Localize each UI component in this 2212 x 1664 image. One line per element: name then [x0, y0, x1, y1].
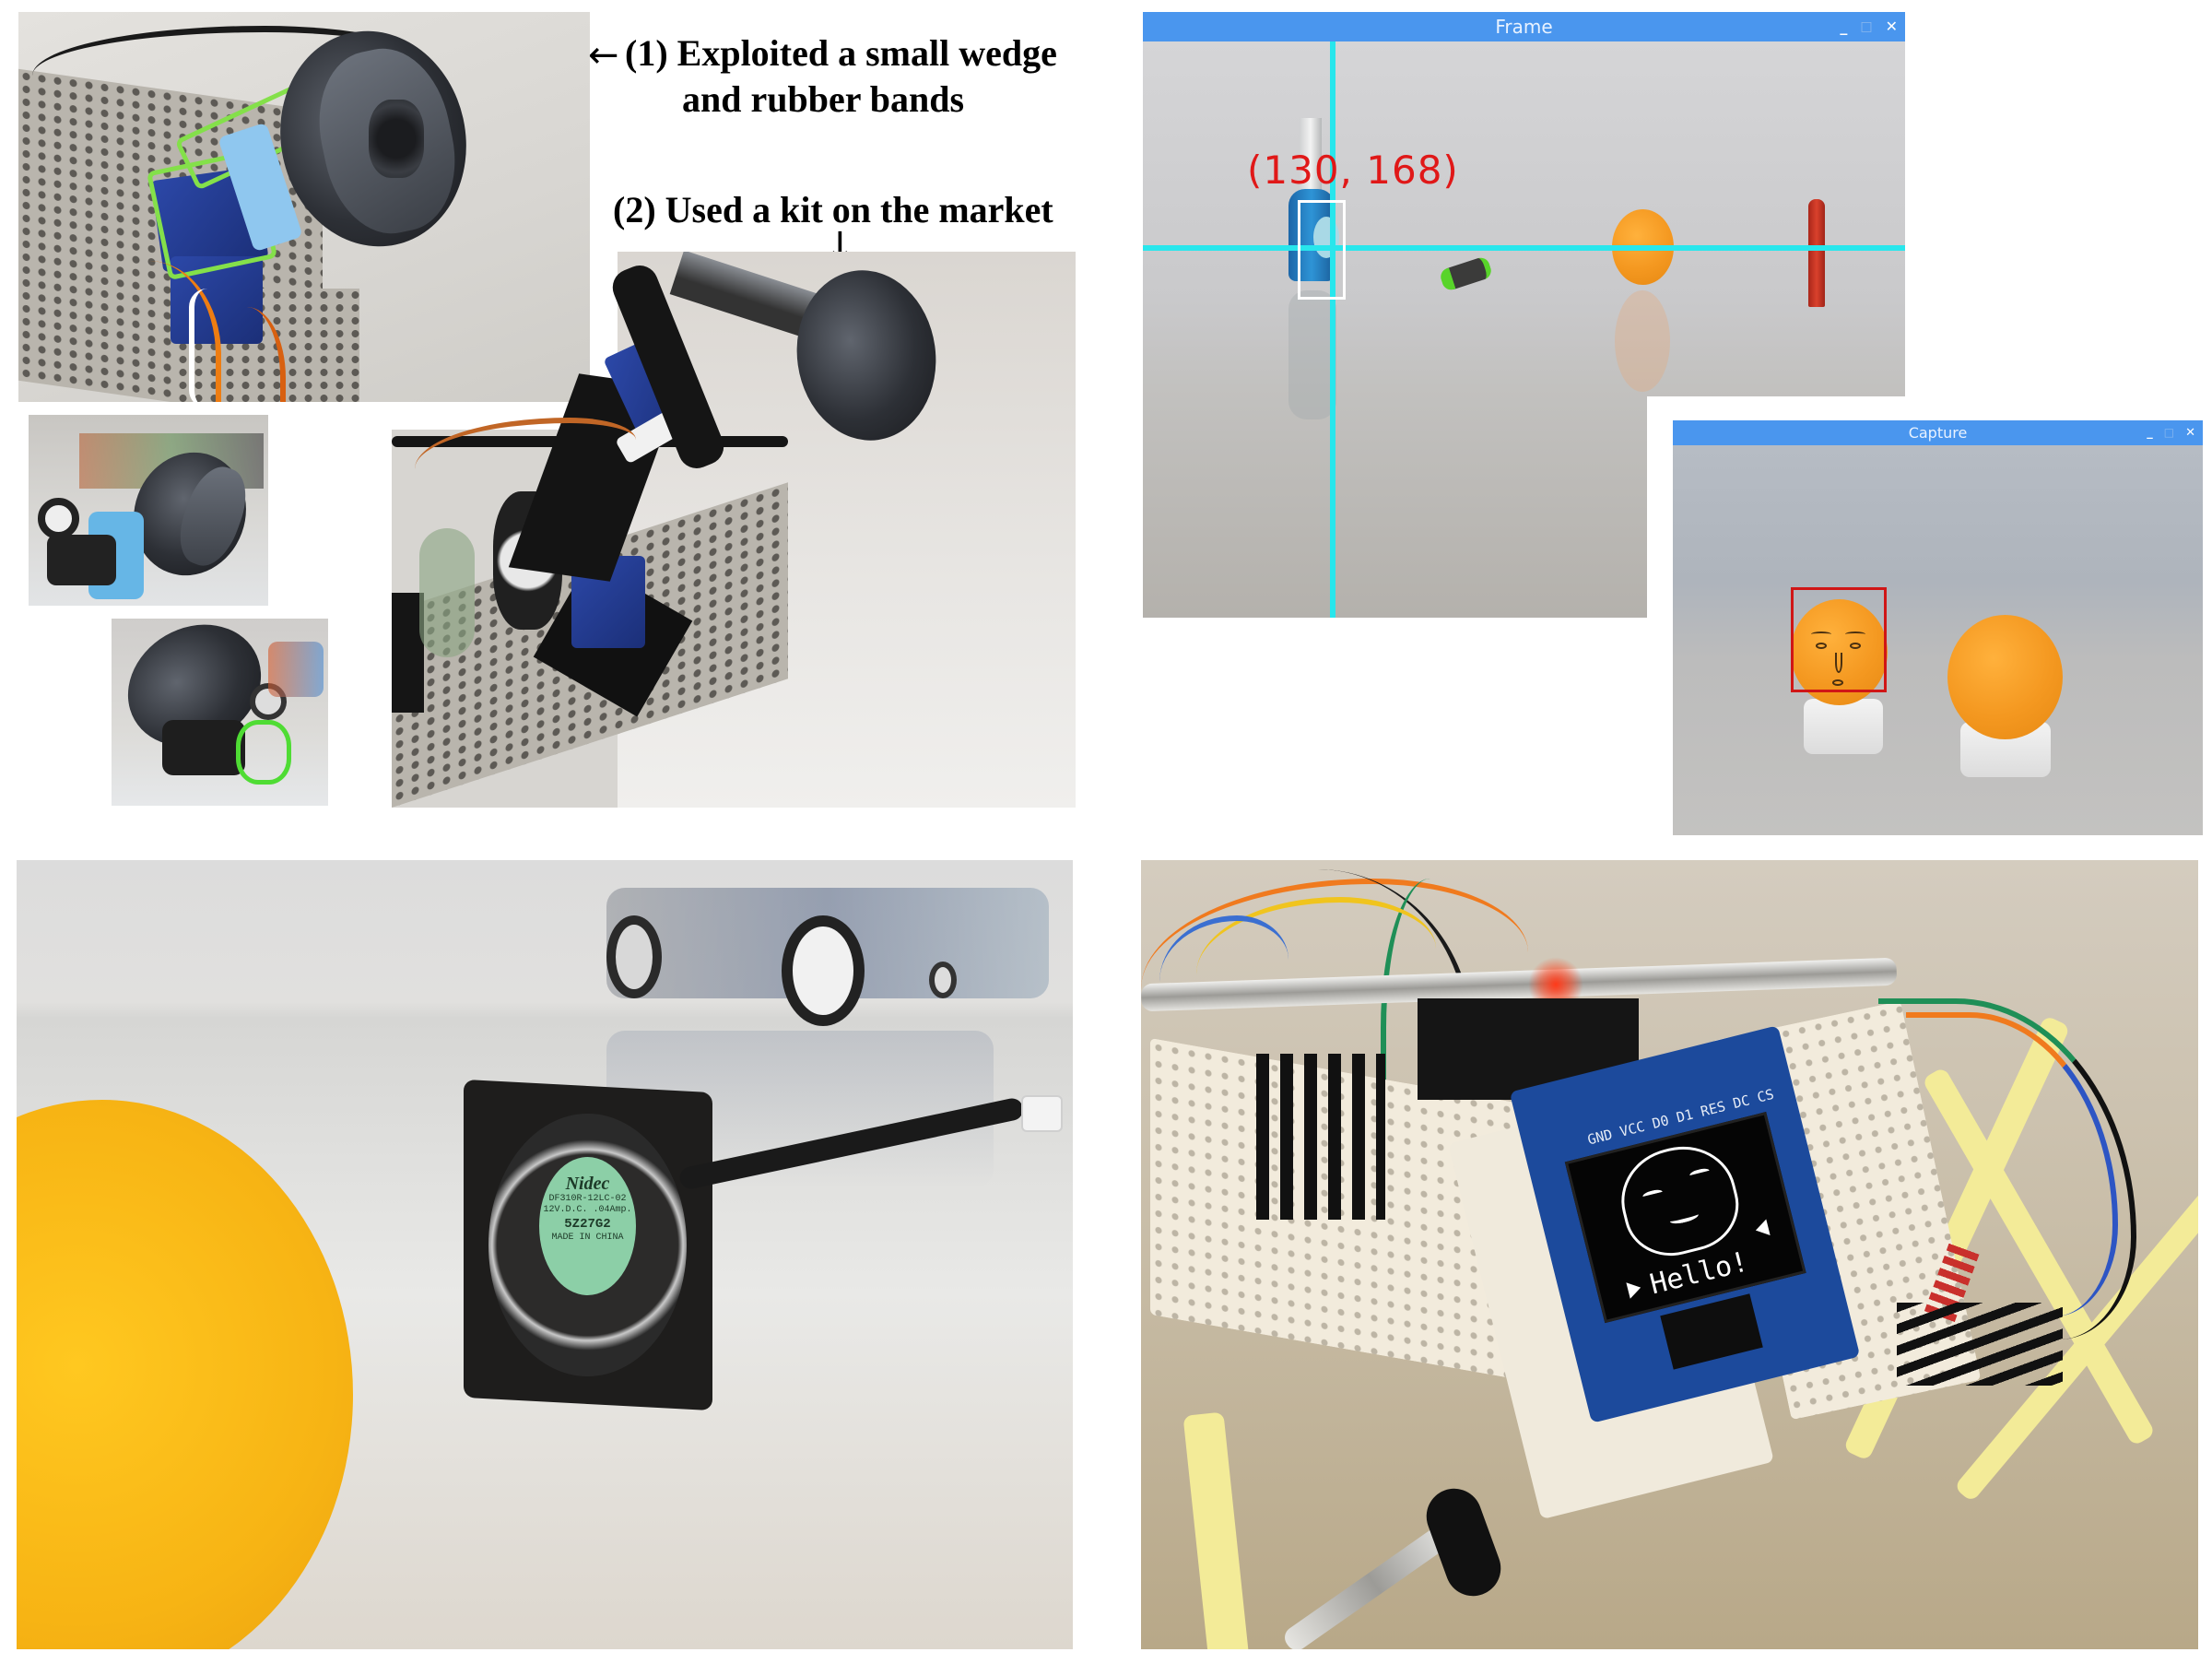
servo-dark	[47, 535, 116, 585]
jumper-wire-blue	[1159, 915, 1288, 1026]
face-eye-left	[1816, 643, 1827, 649]
maximize-icon[interactable]: □	[1860, 19, 1873, 34]
face-eye-right	[1850, 643, 1861, 649]
face-nose	[1835, 653, 1842, 673]
photo-side-view-1	[29, 415, 268, 606]
face-mouth	[1832, 679, 1843, 686]
plain-ball	[1947, 615, 2063, 739]
minimize-icon[interactable]: _	[2147, 426, 2153, 440]
servo-dark	[162, 720, 245, 775]
pedestal-left	[1804, 699, 1883, 754]
webcam-lens	[369, 100, 424, 178]
fan-origin: MADE IN CHINA	[551, 1233, 624, 1243]
usb-cable	[32, 26, 419, 109]
close-icon[interactable]: ✕	[1885, 18, 1898, 35]
fan-brand: Nidec	[565, 1174, 610, 1194]
fan-connector	[1021, 1095, 1063, 1132]
tie-wire-white	[189, 289, 226, 402]
oled-arrow-left-icon	[1753, 1219, 1771, 1239]
photo-rubber-band-mount	[18, 12, 590, 402]
maximize-icon[interactable]: □	[2163, 426, 2175, 439]
ping-pong-ball	[17, 1100, 353, 1649]
bottle-reflection	[1288, 290, 1336, 419]
fan-model: DF310R-12LC-02	[548, 1194, 627, 1204]
capture-window: Capture _ □ ✕	[1673, 420, 2203, 835]
photo-side-view-2	[112, 619, 328, 806]
face-eyebrow-left	[1811, 631, 1831, 637]
ball-reflection	[1615, 290, 1670, 392]
blurred-servo	[268, 642, 324, 697]
face-detection-box	[1791, 587, 1887, 692]
red-cone	[1808, 199, 1825, 307]
rubber-band	[236, 720, 291, 785]
crosshair-vertical	[1330, 41, 1335, 618]
face-eyebrow-right	[1845, 631, 1865, 637]
servo-wire	[415, 418, 636, 491]
minimize-icon[interactable]: _	[1840, 18, 1848, 35]
photo-fan-and-ball: Nidec DF310R-12LC-02 12V.D.C. .04Amp. 5Z…	[17, 860, 1073, 1649]
caption-method1-line2: and rubber bands	[682, 78, 965, 120]
photo-pan-tilt-kit	[392, 252, 1076, 808]
frame-leg-front	[1182, 1411, 1251, 1649]
wheel	[38, 498, 79, 539]
black-block	[392, 593, 424, 713]
capture-video-view	[1673, 445, 2203, 835]
green-blur	[419, 528, 475, 657]
robot-wheel-right	[782, 915, 865, 1026]
tracked-coordinate-label: (130, 168)	[1247, 148, 1459, 193]
robot-wheel-left	[606, 915, 662, 998]
fan-hub-label: Nidec DF310R-12LC-02 12V.D.C. .04Amp. 5Z…	[539, 1157, 636, 1295]
caption-method2: (2) Used a kit on the market	[613, 189, 1053, 230]
fan-code: 5Z27G2	[564, 1217, 611, 1232]
servo-wire-orange	[101, 261, 221, 402]
photo-oled-robot: GND VCC D0 D1 RES DC CS Hello!	[1141, 860, 2198, 1649]
close-icon[interactable]: ✕	[2185, 426, 2195, 440]
caption-method1-line1: (1) Exploited a small wedge	[625, 32, 1057, 74]
jumper-wire-yellow	[1196, 897, 1436, 1026]
jumper-loop-2	[1906, 1012, 2118, 1316]
bottle-cap	[1300, 118, 1322, 192]
capture-titlebar[interactable]: Capture _ □ ✕	[1673, 420, 2203, 445]
frame-titlebar[interactable]: Frame _ □ ✕	[1143, 12, 1905, 41]
arrow-left-icon: ←	[588, 34, 619, 77]
crosshair-horizontal	[1143, 245, 1905, 251]
face-ball	[1791, 599, 1888, 705]
oled-face-outline	[1610, 1135, 1748, 1267]
tracking-box	[1298, 200, 1346, 300]
jumper-headers	[1256, 1054, 1385, 1220]
fan-rating: 12V.D.C. .04Amp.	[543, 1205, 632, 1215]
servo-wire-red	[230, 307, 286, 402]
green-roller	[1438, 255, 1494, 292]
jumper-plugs	[1897, 1303, 2063, 1386]
oled-arrow-right-icon	[1626, 1279, 1643, 1299]
capture-title: Capture	[1908, 424, 1968, 442]
robot-caster	[929, 962, 957, 998]
frame-title: Frame	[1495, 16, 1553, 38]
